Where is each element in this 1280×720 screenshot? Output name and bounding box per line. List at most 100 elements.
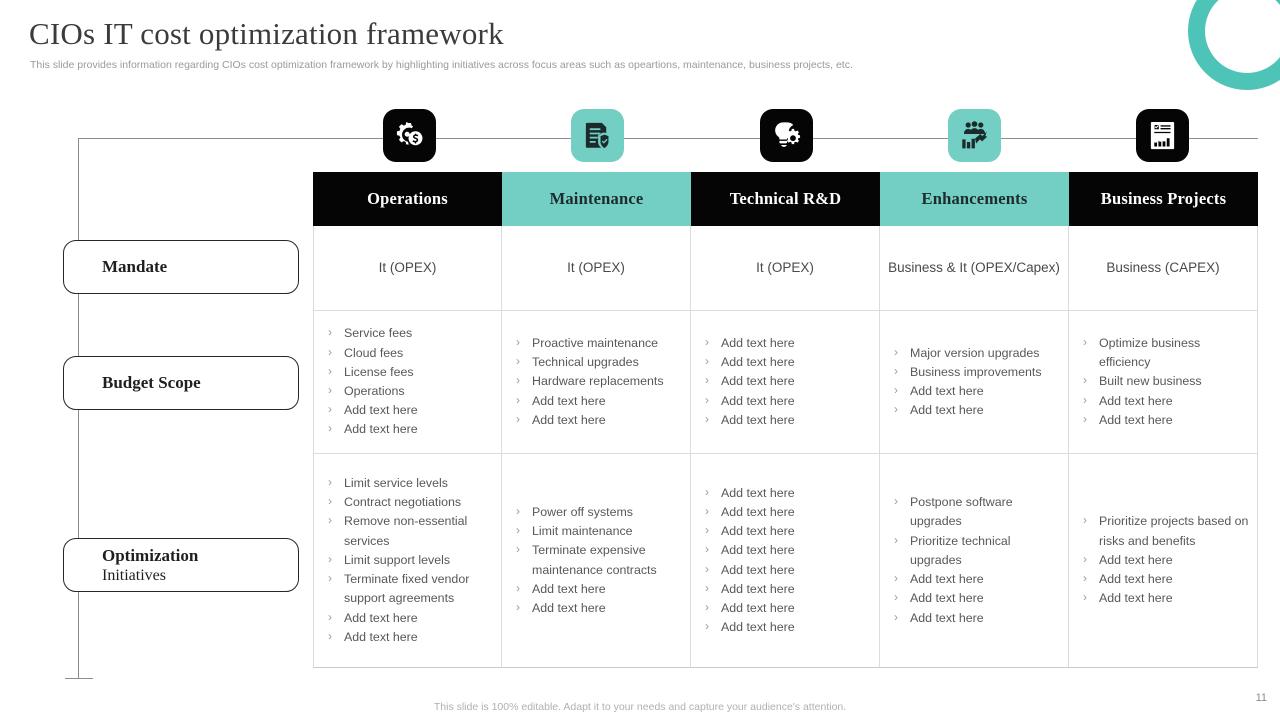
row-label-optimization-initiatives[interactable]: Optimization Initiatives: [63, 538, 299, 592]
cell-optimization-maintenance: Power off systemsLimit maintenanceTermin…: [502, 454, 691, 668]
list-budget-operations: Service feesCloud feesLicense feesOperat…: [314, 311, 501, 453]
list-item: Terminate fixed vendor support agreement…: [326, 569, 493, 608]
list-item: Business improvements: [892, 362, 1060, 382]
list-item: Add text here: [703, 598, 871, 618]
list-item: Proactive maintenance: [514, 333, 682, 353]
list-budget-maintenance: Proactive maintenanceTechnical upgradesH…: [502, 311, 690, 453]
icon-badge-technical-rd[interactable]: [760, 109, 813, 162]
framework-table: Operations Maintenance Technical R&D Enh…: [313, 172, 1258, 668]
cell-mandate-maintenance: It (OPEX): [502, 226, 691, 311]
list-item: Add text here: [892, 588, 1060, 608]
list-item: Add text here: [703, 540, 871, 560]
row-label-budget-scope[interactable]: Budget Scope: [63, 356, 299, 410]
column-header-technical-rd[interactable]: Technical R&D: [691, 172, 880, 226]
column-header-maintenance[interactable]: Maintenance: [502, 172, 691, 226]
list-item: Add text here: [892, 400, 1060, 420]
cell-budget-technical-rd: Add text hereAdd text hereAdd text hereA…: [691, 311, 880, 454]
list-item: Add text here: [892, 608, 1060, 628]
list-item: Prioritize projects based on risks and b…: [1081, 511, 1249, 550]
cell-optimization-enhancements: Postpone software upgradesPrioritize tec…: [880, 454, 1069, 668]
list-item: Add text here: [1081, 550, 1249, 570]
list-item: Limit service levels: [326, 473, 493, 493]
list-optimization-maintenance: Power off systemsLimit maintenanceTermin…: [502, 454, 690, 667]
list-item: Hardware replacements: [514, 371, 682, 391]
list-item: Add text here: [703, 559, 871, 580]
cell-optimization-operations: Limit service levelsContract negotiation…: [313, 454, 502, 668]
list-item: Add text here: [514, 579, 682, 599]
list-item: Add text here: [1081, 569, 1249, 589]
column-header-enhancements[interactable]: Enhancements: [880, 172, 1069, 226]
list-optimization-enhancements: Postpone software upgradesPrioritize tec…: [880, 454, 1068, 667]
list-budget-technical-rd: Add text hereAdd text hereAdd text hereA…: [691, 311, 879, 453]
list-item: Power off systems: [514, 502, 682, 522]
list-item: License fees: [326, 362, 493, 382]
list-item: Add text here: [703, 617, 871, 637]
list-budget-business-projects: Optimize business efficiencyBuilt new bu…: [1069, 311, 1257, 453]
decorative-ring: [1188, 0, 1280, 90]
document-shield-icon: [582, 120, 613, 151]
list-item: Technical upgrades: [514, 352, 682, 372]
list-item: Add text here: [1081, 588, 1249, 608]
cell-mandate-technical-rd: It (OPEX): [691, 226, 880, 311]
list-item: Add text here: [1081, 391, 1249, 411]
cell-mandate-operations: It (OPEX): [313, 226, 502, 311]
list-item: Major version upgrades: [892, 343, 1060, 363]
list-item: Terminate expensive maintenance contract…: [514, 540, 682, 579]
connector-line-foot: [65, 678, 93, 679]
list-item: Add text here: [703, 371, 871, 391]
row-label-mandate-title: Mandate: [102, 257, 168, 277]
list-item: Operations: [326, 381, 493, 401]
list-item: Add text here: [892, 381, 1060, 401]
people-growth-icon: [959, 120, 990, 151]
icon-badge-maintenance[interactable]: [571, 109, 624, 162]
footer-note: This slide is 100% editable. Adapt it to…: [433, 701, 847, 713]
list-item: Add text here: [703, 410, 871, 430]
connector-line-horizontal: [78, 138, 1258, 139]
cell-optimization-technical-rd: Add text hereAdd text hereAdd text hereA…: [691, 454, 880, 668]
list-item: Remove non-essential services: [326, 511, 493, 550]
list-optimization-technical-rd: Add text hereAdd text hereAdd text hereA…: [691, 454, 879, 667]
list-optimization-business-projects: Prioritize projects based on risks and b…: [1069, 454, 1257, 667]
cell-optimization-business-projects: Prioritize projects based on risks and b…: [1069, 454, 1258, 668]
list-item: Limit maintenance: [514, 521, 682, 541]
cell-budget-business-projects: Optimize business efficiencyBuilt new bu…: [1069, 311, 1258, 454]
list-item: Add text here: [703, 521, 871, 541]
column-header-operations[interactable]: Operations: [313, 172, 502, 226]
lightbulb-gear-icon: [771, 120, 802, 151]
page-number: 11: [1255, 692, 1267, 704]
list-item: Cloud fees: [326, 343, 493, 363]
list-optimization-operations: Limit service levelsContract negotiation…: [314, 454, 501, 667]
list-item: Add text here: [703, 391, 871, 411]
list-item: Add text here: [326, 627, 493, 647]
list-item: Service fees: [326, 323, 493, 343]
list-item: Add text here: [703, 352, 871, 372]
list-item: Limit support levels: [326, 550, 493, 570]
row-label-optimization-subtitle: Initiatives: [102, 567, 166, 585]
list-item: Add text here: [703, 483, 871, 503]
gear-dollar-icon: [394, 120, 425, 151]
column-header-business-projects[interactable]: Business Projects: [1069, 172, 1258, 226]
row-label-budget-scope-title: Budget Scope: [102, 373, 201, 393]
list-item: Add text here: [326, 608, 493, 628]
row-label-optimization-title: Optimization: [102, 545, 199, 565]
list-item: Prioritize technical upgrades: [892, 531, 1060, 570]
list-item: Add text here: [892, 569, 1060, 589]
list-item: Add text here: [1081, 410, 1249, 430]
list-item: Add text here: [326, 419, 493, 439]
page-subtitle: This slide provides information regardin…: [30, 59, 853, 71]
cell-mandate-business-projects: Business (CAPEX): [1069, 226, 1258, 311]
list-item: Add text here: [514, 410, 682, 430]
row-label-mandate[interactable]: Mandate: [63, 240, 299, 294]
report-chart-icon: [1147, 120, 1178, 151]
cell-mandate-enhancements: Business & It (OPEX/Capex): [880, 226, 1069, 311]
page-title: CIOs IT cost optimization framework: [29, 16, 504, 51]
list-item: Optimize business efficiency: [1081, 333, 1249, 372]
list-item: Add text here: [514, 598, 682, 618]
list-item: Add text here: [703, 502, 871, 522]
list-item: Add text here: [514, 391, 682, 411]
list-item: Add text here: [703, 333, 871, 353]
icon-badge-business-projects[interactable]: [1136, 109, 1189, 162]
icon-badge-operations[interactable]: [383, 109, 436, 162]
icon-badge-enhancements[interactable]: [948, 109, 1001, 162]
